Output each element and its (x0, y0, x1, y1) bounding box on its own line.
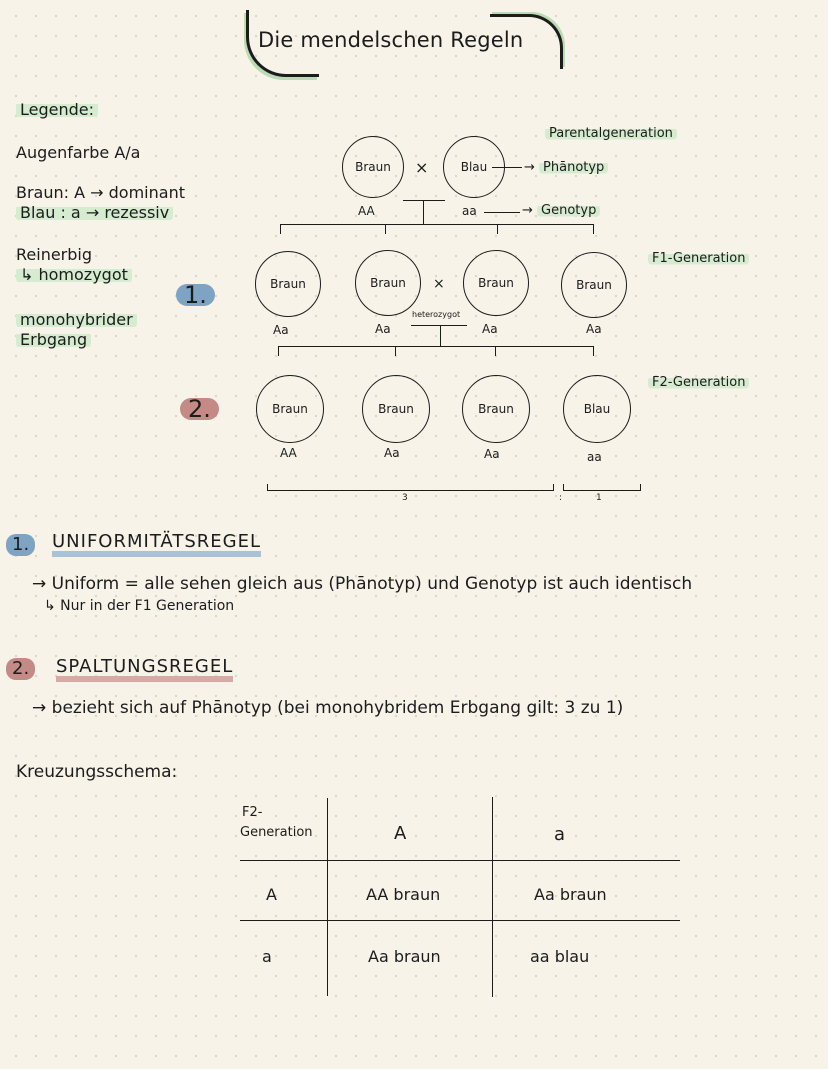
legend-heading: Legende: (16, 100, 99, 120)
f1-branch-tick (497, 224, 498, 234)
ratio-bracket-right (563, 484, 641, 491)
f1-generation-label: F1-Generation (648, 251, 750, 266)
f2-genotype-1: AA (280, 446, 297, 460)
f1-branch-tick (593, 224, 594, 234)
f1-branch-tick (280, 224, 281, 234)
punnett-corner-1: F2- (242, 805, 263, 820)
page-title: Die mendelschen Regeln (258, 28, 524, 52)
f2-genotype-2: Aa (384, 446, 400, 460)
punnett-hline-1 (240, 860, 680, 861)
ratio-separator: : (559, 493, 563, 503)
punnett-cell-1-1: AA braun (366, 885, 441, 904)
f2-genotype-3: Aa (484, 447, 500, 461)
rule-1-title: UNIFORMITÄTSREGEL (52, 533, 261, 557)
legend-monohybrid-2: Erbgang (16, 330, 92, 350)
f1-genotype-1: Aa (273, 323, 289, 337)
f2-generation-label: F2-Generation (648, 375, 750, 390)
rule-2-number: 2. (6, 658, 36, 680)
heterozygot-note: heterozygot (412, 310, 461, 319)
f1-branch-tick (385, 224, 386, 234)
punnett-cell-2-1: Aa braun (368, 947, 441, 966)
f1-genotype-3: Aa (482, 322, 498, 336)
f1-genotype-2: Aa (375, 322, 391, 336)
punnett-vline-1 (327, 798, 328, 996)
parental-cross-bar (403, 200, 445, 201)
parent-circle-1: Braun (342, 136, 404, 198)
punnett-heading: Kreuzungsschema: (16, 762, 178, 782)
parent-genotype-1: AA (358, 204, 375, 218)
punnett-corner-2: Generation (240, 825, 313, 840)
title-bracket-left (246, 10, 319, 77)
f1-circle-1: Braun (255, 251, 321, 317)
legend-dominant: Braun: A → dominant (16, 183, 185, 202)
f1-genotype-4: Aa (586, 322, 602, 336)
f2-branch-tick (278, 346, 279, 356)
legend-homozygous-def: ↳ homozygot (16, 265, 132, 285)
rule-2-line-1: → bezieht sich auf Phānotyp (bei monohyb… (32, 698, 624, 718)
punnett-vline-2 (492, 797, 493, 997)
ratio-left: 3 (402, 493, 408, 503)
f1-cross-bar (411, 325, 467, 326)
legend-monohybrid-1: monohybrider (16, 310, 137, 330)
rule-1-line-1: → Uniform = alle sehen gleich aus (Phāno… (32, 574, 693, 594)
punnett-col-header-1: A (394, 823, 407, 844)
phenotype-arrow (492, 167, 522, 168)
legend-trait: Augenfarbe A/a (16, 143, 141, 162)
phenotype-label: → Phānotyp (524, 160, 609, 175)
rule-1-line-2: ↳ Nur in der F1 Generation (44, 598, 235, 614)
punnett-cell-1-2: Aa braun (534, 885, 607, 904)
parent-genotype-2: aa (462, 204, 477, 218)
ratio-bracket-left (267, 484, 554, 491)
legend-homozygous-term: Reinerbig (16, 245, 93, 264)
punnett-cell-2-2: aa blau (530, 947, 590, 966)
f2-genotype-4: aa (587, 450, 602, 464)
punnett-row-header-1: A (266, 885, 277, 904)
parental-generation-label: Parentalgeneration (545, 126, 677, 141)
f2-circle-2: Braun (362, 375, 430, 443)
punnett-col-header-2: a (554, 824, 566, 845)
f2-badge: 2. (180, 397, 219, 421)
f2-branch-tick (395, 346, 396, 356)
f1-stem (440, 325, 441, 346)
f1-cross-symbol: × (433, 276, 445, 292)
punnett-row-header-2: a (262, 947, 272, 966)
f2-branch-tick (593, 346, 594, 356)
rule-2-title: SPALTUNGSREGEL (56, 658, 234, 682)
f2-circle-3: Braun (462, 375, 530, 443)
f1-circle-3: Braun (463, 250, 529, 316)
f2-circle-1: Braun (256, 375, 324, 443)
cross-symbol: × (415, 158, 429, 177)
f2-branch-tick (495, 346, 496, 356)
f2-circle-4: Blau (563, 375, 631, 443)
f1-circle-2: Braun (355, 250, 421, 316)
ratio-right: 1 (596, 493, 602, 503)
f1-badge: 1. (176, 283, 215, 307)
parental-stem (423, 200, 424, 225)
f1-circle-4: Braun (561, 252, 627, 318)
rule-1-number: 1. (6, 534, 36, 556)
legend-recessive: Blau : a → rezessiv (16, 203, 174, 223)
f2-branch-bar (278, 346, 593, 347)
f1-branch-bar (280, 224, 593, 225)
punnett-hline-2 (240, 920, 680, 921)
genotype-label: → Genotyp (522, 203, 601, 218)
title-bracket-right (490, 14, 563, 69)
genotype-arrow (484, 212, 520, 213)
